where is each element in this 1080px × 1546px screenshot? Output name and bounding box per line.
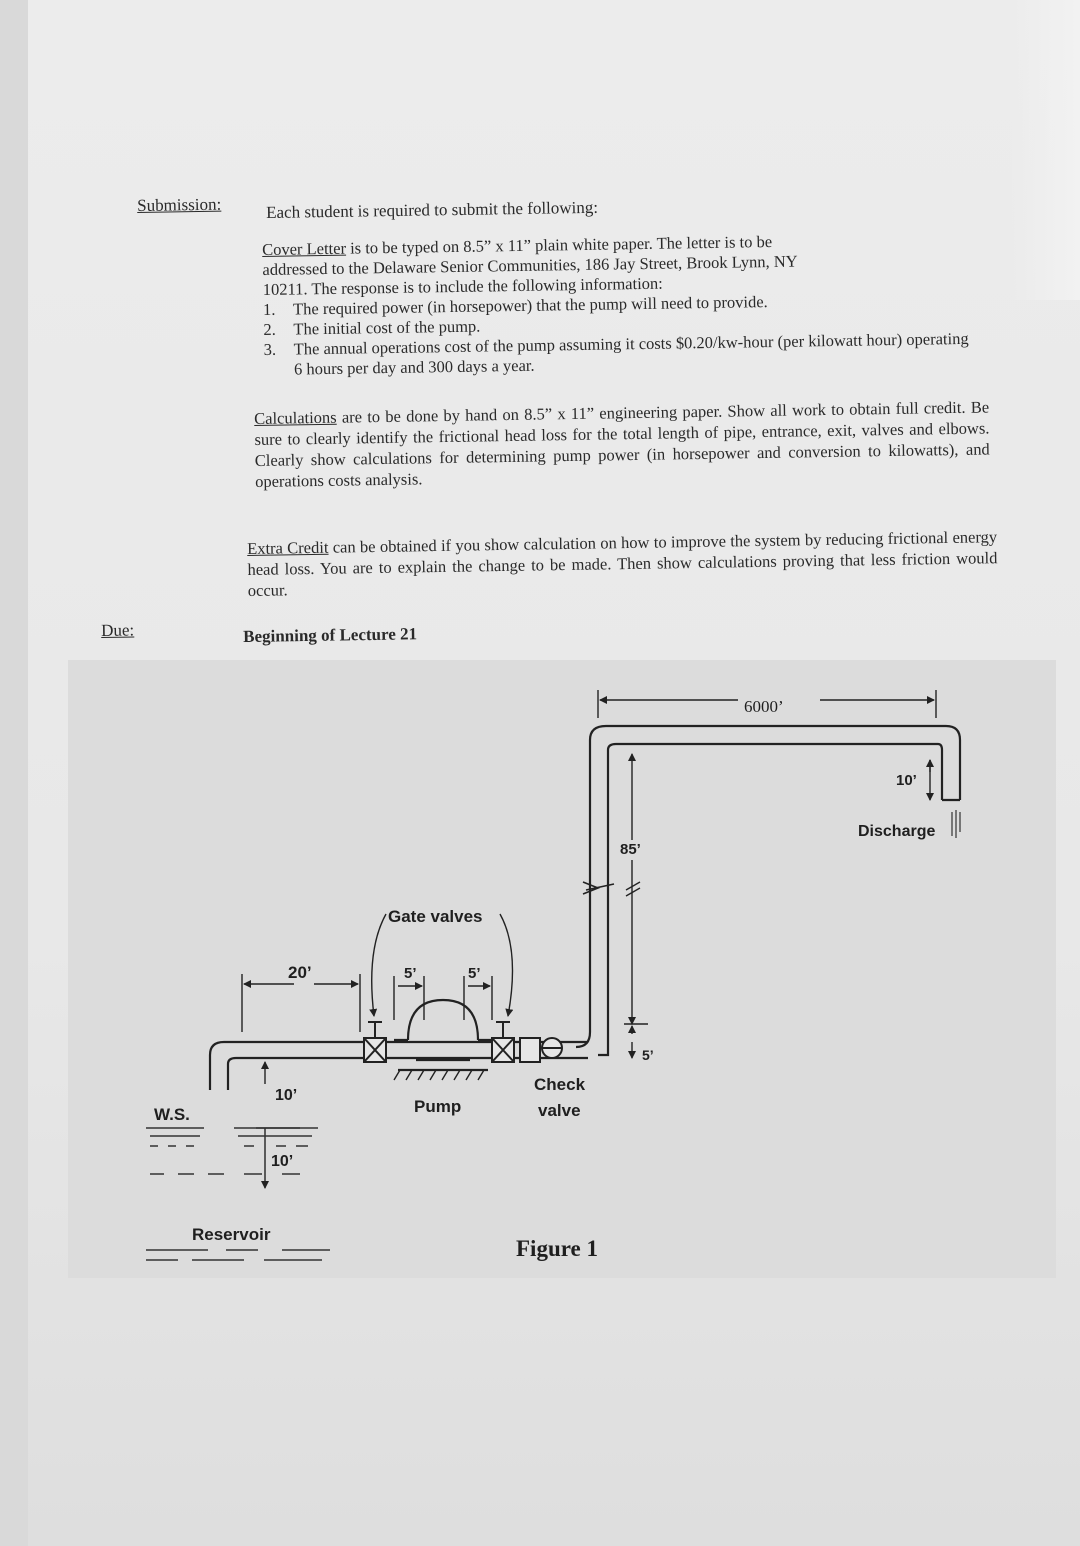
figure-background [68,660,1056,1278]
dim-suction-above-10: 10’ [275,1087,297,1104]
figure-caption: Figure 1 [516,1236,598,1261]
label-check: Check [534,1075,586,1094]
calculations-section: Calculations are to be done by hand on 8… [254,396,990,492]
extra-credit-section: Extra Credit can be obtained if you show… [247,526,998,601]
dim-valve-right-5: 5’ [468,965,481,982]
extra-credit-title: Extra Credit [247,537,329,558]
due-text: Beginning of Lecture 21 [243,624,418,646]
cover-letter-list: 1.The required power (in horsepower) tha… [263,289,979,380]
pump-icon [393,998,492,1081]
discharge-spray [951,810,961,838]
dim-valve-left-5: 5’ [404,965,417,982]
intake-pipe [208,1040,360,1090]
label-valve: valve [538,1101,581,1120]
dim-suction-below-10: 10’ [271,1153,293,1170]
cover-letter-title: Cover Letter [262,238,347,259]
dim-drop-10: 10’ [896,772,917,789]
label-reservoir: Reservoir [192,1225,271,1244]
dim-offset-5: 5’ [642,1047,654,1063]
cover-letter-section: Cover Letter is to be typed on 8.5” x 11… [262,229,979,380]
label-gate-valves: Gate valves [388,907,483,926]
gate-valve-left [363,1021,387,1063]
label-ws: W.S. [154,1105,190,1124]
calculations-title: Calculations [254,407,337,428]
check-valve-icon [519,1037,563,1063]
label-pump: Pump [414,1097,461,1116]
due-label: Due: [101,620,135,640]
gate-valve-right [491,1021,515,1063]
page-edge-highlight [1010,0,1080,300]
dim-suction-20: 20’ [288,963,312,982]
pump-system-figure: 6000’ 10’ Discharge 85’ 5’ Gate valves 2… [146,690,962,1261]
extra-credit-body: can be obtained if you show calculation … [247,527,998,600]
dim-rise-85: 85’ [620,841,641,858]
submission-label: Submission: [137,194,222,215]
reservoir-water [146,1127,330,1261]
label-discharge: Discharge [858,823,935,840]
calculations-body: are to be done by hand on 8.5” x 11” eng… [254,397,990,491]
dim-length-6000: 6000’ [744,697,784,716]
riser-pipe [575,724,962,1049]
